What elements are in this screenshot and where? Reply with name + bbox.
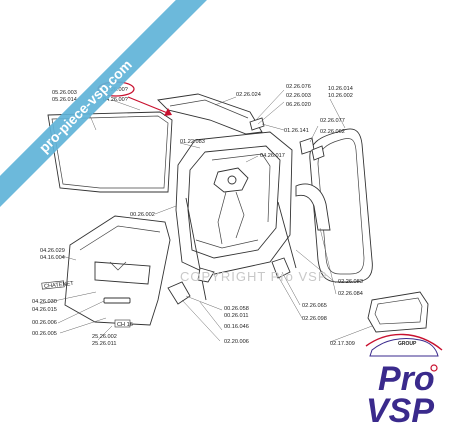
label-25-26-002: 25.26.002 [92,334,117,340]
label-01-26-141: 01.26.141 [284,128,309,134]
label-04-26-015: 04.26.015 [32,307,57,313]
panel-badges: CHATENET CH 16 [41,280,133,328]
label-02-20-006: 02.20.006 [224,339,249,345]
logo-dot [430,364,438,372]
label-10-26-002: 10.26.002 [328,93,353,99]
label-04-26-00x: 04.26.00? [103,97,128,103]
provsp-logo: GROUP Pro VSP [365,333,443,430]
label-00-26-006: 00.26.006 [32,320,57,326]
label-02-26-084: 02.26.084 [338,291,363,297]
rear-glass [47,111,173,193]
highlight-arrow [127,96,171,115]
label-02-26-098: 02.26.098 [302,316,327,322]
label-04-26-017: 04.26.017 [260,153,285,159]
label-02-17-309: 02.17.309 [330,341,355,347]
side-trim [295,183,331,231]
label-04-26-030: 04.26.030 [32,299,57,305]
label-00-26-011: 00.26.011 [224,313,248,319]
logo-car-outline [369,337,439,357]
logo-swoosh [365,333,443,351]
label-02-26-083: 02.26.083 [338,279,363,285]
label-00-16-046: 00.16.046 [224,324,249,330]
label-02-26-024: 02.26.024 [236,92,261,98]
label-02-26-077: 02.26.077 [320,118,345,124]
tailgate-frame [175,131,293,276]
label-02-26-003: 02.26.003 [286,93,311,99]
label-04-16-004: 04.16.004 [40,255,65,261]
label-05-26-003: 05.26.003 [52,90,77,96]
small-parts [167,117,325,305]
label-01-22-083: 01.22.083 [180,139,205,145]
label-02-26-076: 02.26.076 [286,84,311,90]
label-25-26-011: 25.26.011 [92,341,116,347]
label-02-26-062: 02.26.062 [320,129,345,135]
tailgate-panel [64,215,171,326]
label-02-26-065: 02.26.065 [302,303,327,309]
upper-spoiler [157,93,263,135]
copyright-watermark: COPYRIGHT Pro VSP [180,269,328,284]
logo-vsp: VSP [366,392,434,430]
label-04-26-029: 04.26.029 [40,248,65,254]
leader-lines [39,89,373,343]
label-06-26-020: 06.26.020 [286,102,311,108]
badge-chatenet: CHATENET [44,281,75,290]
label-00-26-005: 00.26.005 [32,331,57,337]
label-10-26-014: 10.26.014 [328,86,353,92]
inset-tailgate [367,291,429,333]
label-05-26-014: 05.26.014 [52,97,77,103]
logo-tagline: GROUP [398,341,417,347]
highlight-arrow-head [164,108,172,116]
label-00-26-002: 00.26.002 [130,212,155,218]
label-00-26-058: 00.26.058 [224,306,249,312]
badge-ch16: CH 16 [117,322,133,328]
logo-pro: Pro [378,360,435,398]
